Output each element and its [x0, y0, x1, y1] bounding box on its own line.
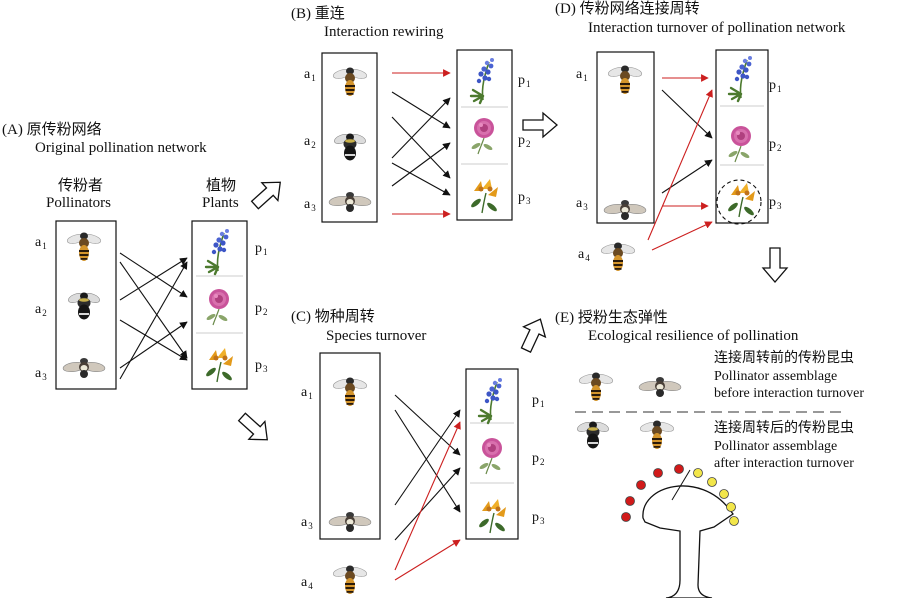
panel-d-subtitle: Interaction turnover of pollination netw…	[588, 20, 846, 36]
fly-icon	[327, 511, 373, 533]
rose-flower-icon	[205, 288, 230, 326]
label-p1: p1	[532, 393, 545, 410]
arrow-a-to-c	[233, 407, 276, 450]
mushroom-resilience-icon	[642, 469, 734, 598]
panel-a-subtitle: Original pollination network	[35, 140, 207, 156]
label-a4: a4	[578, 247, 590, 264]
label-p1: p1	[769, 78, 782, 95]
arrow-c-to-d	[514, 313, 552, 356]
panel-a	[55, 220, 248, 390]
lupine-flower-icon	[204, 227, 231, 276]
panel-e-title: (E) 授粉生态弹性	[555, 310, 668, 326]
panel-d-title: (D) 传粉网络连接周转	[555, 1, 700, 17]
before-label-en-1: Pollinator assemblage	[714, 369, 838, 384]
bee-icon	[331, 67, 369, 97]
bumblebee-icon	[332, 132, 368, 161]
fly-icon	[602, 199, 648, 221]
lupine-flower-icon	[727, 54, 754, 103]
label-p3: p3	[255, 358, 268, 375]
pollinators-heading-cn: 传粉者	[58, 178, 104, 194]
fly-icon	[61, 357, 107, 379]
resilience-dots	[621, 464, 739, 526]
interaction-arrows-b	[391, 69, 451, 218]
fly-icon	[637, 376, 683, 398]
lily-flower-icon	[726, 182, 756, 218]
bee-icon	[331, 377, 369, 407]
panel-a-title: (A) 原传粉网络	[2, 122, 102, 138]
label-p3: p3	[532, 510, 545, 527]
bee-icon	[638, 420, 676, 450]
panel-e-subtitle: Ecological resilience of pollination	[588, 328, 799, 344]
interaction-arrows-d	[647, 74, 713, 251]
new-pollinator-icon	[331, 565, 369, 595]
label-a3: a3	[301, 515, 313, 532]
lupine-flower-icon	[477, 376, 504, 425]
label-a3: a3	[304, 197, 316, 214]
lupine-flower-icon	[469, 56, 496, 105]
label-a2: a2	[35, 302, 47, 319]
pollinator-box-a	[55, 220, 117, 390]
interaction-arrows-a	[119, 252, 188, 380]
rose-flower-icon	[727, 125, 752, 163]
label-a1: a1	[576, 67, 588, 84]
lily-flower-icon	[204, 347, 234, 383]
lost-interaction-circle	[716, 179, 762, 225]
fly-icon	[327, 191, 373, 213]
panel-e	[575, 372, 845, 598]
label-a1: a1	[301, 385, 313, 402]
label-a2: a2	[304, 134, 316, 151]
label-p2: p2	[769, 137, 782, 154]
plants-heading-cn: 植物	[206, 178, 237, 194]
panel-d	[596, 49, 769, 272]
label-p3: p3	[518, 190, 531, 207]
after-label-cn: 连接周转后的传粉昆虫	[714, 421, 854, 436]
lily-flower-icon	[469, 178, 499, 214]
label-a1: a1	[304, 67, 316, 84]
panel-b	[321, 49, 513, 223]
pollinators-heading-en: Pollinators	[46, 195, 112, 211]
panel-c-title: (C) 物种周转	[291, 309, 375, 325]
after-label-en-2: after interaction turnover	[714, 456, 854, 471]
label-a3: a3	[35, 366, 47, 383]
bee-icon	[606, 65, 644, 95]
panel-b-subtitle: Interaction rewiring	[324, 24, 444, 40]
label-p2: p2	[255, 301, 268, 318]
lily-flower-icon	[477, 498, 507, 534]
new-pollinator-icon	[599, 242, 637, 272]
plants-heading-en: Plants	[202, 195, 239, 211]
bumblebee-icon	[575, 420, 611, 449]
label-p2: p2	[532, 451, 545, 468]
interaction-arrows-c	[394, 394, 461, 581]
arrow-a-to-b	[246, 172, 289, 215]
before-label-en-2: before interaction turnover	[714, 386, 865, 401]
plant-box-a	[191, 220, 248, 390]
bee-icon	[577, 372, 615, 402]
label-p3: p3	[769, 195, 782, 212]
bumblebee-icon	[66, 291, 102, 320]
before-label-cn: 连接周转前的传粉昆虫	[714, 351, 854, 366]
bee-icon	[65, 232, 103, 262]
panel-c-subtitle: Species turnover	[326, 328, 427, 344]
panel-b-title: (B) 重连	[291, 6, 345, 22]
label-p1: p1	[518, 73, 531, 90]
label-p2: p2	[518, 133, 531, 150]
panel-c	[319, 352, 519, 595]
label-a1: a1	[35, 235, 47, 252]
label-p1: p1	[255, 241, 268, 258]
after-label-en-1: Pollinator assemblage	[714, 439, 838, 454]
rose-flower-icon	[470, 117, 495, 155]
rose-flower-icon	[478, 437, 503, 475]
label-a4: a4	[301, 575, 313, 592]
label-a3: a3	[576, 196, 588, 213]
arrow-d-to-e	[762, 247, 788, 283]
